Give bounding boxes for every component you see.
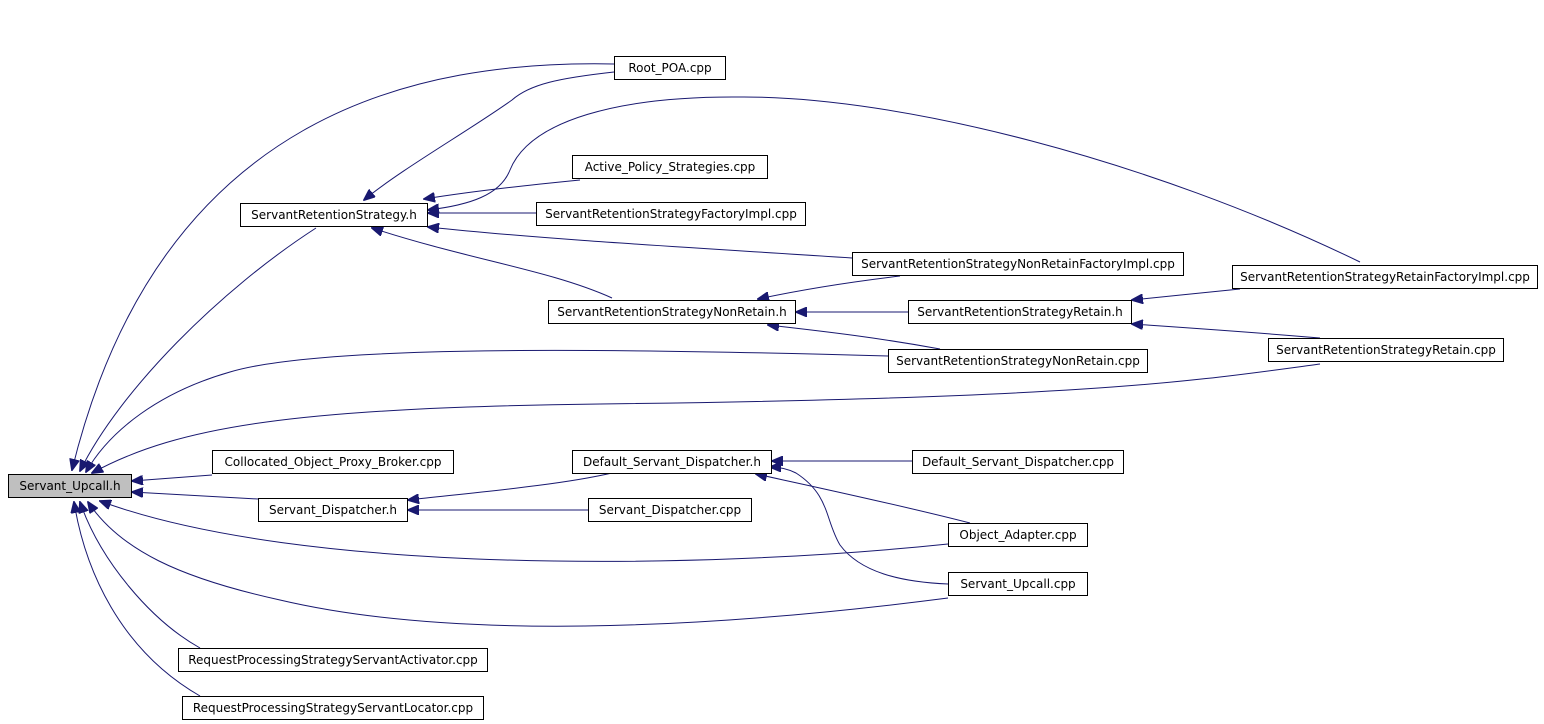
node-servant-retention-strategy-h[interactable]: ServantRetentionStrategy.h xyxy=(240,203,428,227)
edge-active-policy-to-srs-h xyxy=(424,179,581,199)
node-root-poa-cpp[interactable]: Root_POA.cpp xyxy=(614,56,726,80)
edge-default-dispatcher-h-to-servant-dispatcher-h xyxy=(408,472,613,500)
node-rps-servant-activator-cpp[interactable]: RequestProcessingStrategyServantActivato… xyxy=(178,648,488,672)
edge-srs-nonretain-cpp-to-srs-nonretain-h xyxy=(768,325,941,350)
node-object-adapter-cpp[interactable]: Object_Adapter.cpp xyxy=(948,523,1088,547)
edge-root-poa-to-servant-upcall-h xyxy=(72,63,615,470)
edge-srs-nonretain-cpp-to-servant-upcall-h xyxy=(86,349,889,472)
node-srs-nonretain-h[interactable]: ServantRetentionStrategyNonRetain.h xyxy=(548,300,796,324)
edge-servant-upcall-cpp-to-default-dispatcher-h xyxy=(770,467,949,585)
edge-srs-retain-cpp-to-servant-upcall-h xyxy=(92,363,1321,473)
edge-rps-locator-to-servant-upcall-h xyxy=(74,502,201,697)
node-active-policy-strategies-cpp[interactable]: Active_Policy_Strategies.cpp xyxy=(572,155,768,179)
node-srs-retain-h[interactable]: ServantRetentionStrategyRetain.h xyxy=(908,300,1132,324)
edge-srs-retain-factory-to-srs-retain-h xyxy=(1132,288,1241,300)
edge-srs-nonretain-factory-to-srs-h xyxy=(428,227,853,259)
node-srs-nonretain-factory-impl-cpp[interactable]: ServantRetentionStrategyNonRetainFactory… xyxy=(852,252,1184,276)
edge-root-poa-to-srs-h xyxy=(364,71,615,200)
node-srs-factory-impl-cpp[interactable]: ServantRetentionStrategyFactoryImpl.cpp xyxy=(536,202,806,226)
node-servant-dispatcher-h[interactable]: Servant_Dispatcher.h xyxy=(258,498,408,522)
node-srs-nonretain-cpp[interactable]: ServantRetentionStrategyNonRetain.cpp xyxy=(888,349,1148,373)
edge-collocated-to-servant-upcall-h xyxy=(132,474,213,481)
edge-servant-dispatcher-h-to-servant-upcall-h xyxy=(132,492,259,500)
edge-srs-retain-factory-to-srs-h xyxy=(428,96,1361,263)
node-srs-retain-factory-impl-cpp[interactable]: ServantRetentionStrategyRetainFactoryImp… xyxy=(1232,265,1538,289)
node-servant-upcall-h: Servant_Upcall.h xyxy=(8,474,132,498)
edge-object-adapter-to-default-dispatcher-h xyxy=(756,474,971,524)
edge-srs-nonretain-factory-to-srs-nonretain-h xyxy=(758,275,901,299)
node-collocated-object-proxy-broker-cpp[interactable]: Collocated_Object_Proxy_Broker.cpp xyxy=(212,450,454,474)
node-default-servant-dispatcher-cpp[interactable]: Default_Servant_Dispatcher.cpp xyxy=(912,450,1124,474)
edge-srs-h-to-servant-upcall-h xyxy=(80,227,317,471)
node-srs-retain-cpp[interactable]: ServantRetentionStrategyRetain.cpp xyxy=(1268,338,1504,362)
node-servant-upcall-cpp[interactable]: Servant_Upcall.cpp xyxy=(948,572,1088,596)
edge-object-adapter-to-servant-upcall-h xyxy=(100,501,949,562)
edge-rps-activator-to-servant-upcall-h xyxy=(80,502,201,649)
edge-srs-nonretain-h-to-srs-h xyxy=(372,228,613,299)
node-servant-dispatcher-cpp[interactable]: Servant_Dispatcher.cpp xyxy=(588,498,752,522)
node-default-servant-dispatcher-h[interactable]: Default_Servant_Dispatcher.h xyxy=(572,450,772,474)
node-rps-servant-locator-cpp[interactable]: RequestProcessingStrategyServantLocator.… xyxy=(182,696,484,720)
edge-servant-upcall-cpp-to-servant-upcall-h xyxy=(88,502,949,627)
edge-srs-retain-cpp-to-srs-retain-h xyxy=(1132,324,1321,339)
